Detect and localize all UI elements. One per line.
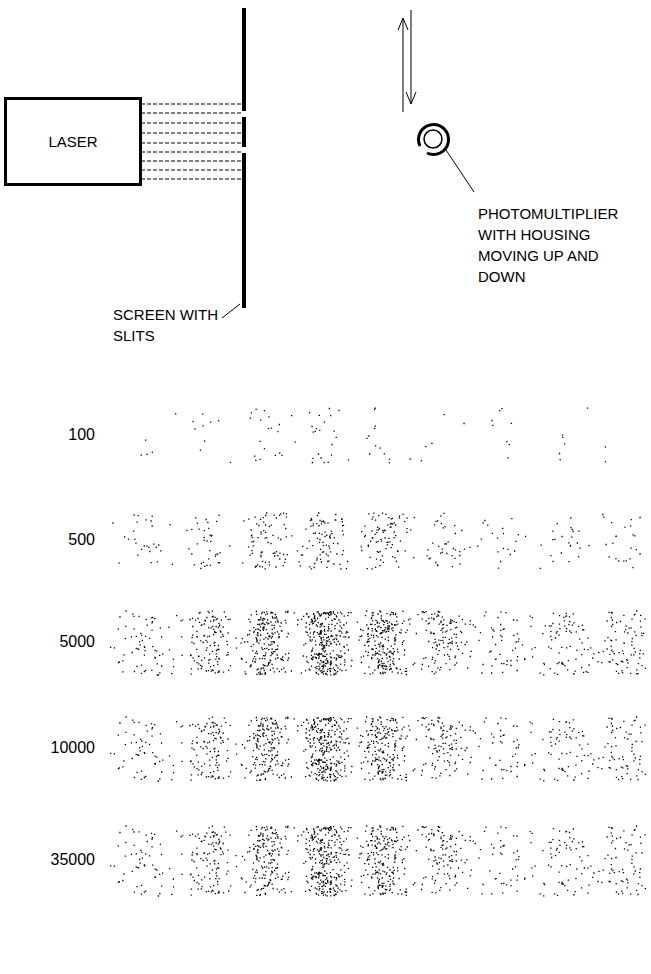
laser-beam: [141, 104, 242, 179]
callout-label: PHOTOMULTIPLIER WITH HOUSING MOVING UP A…: [478, 203, 646, 287]
count-label: 35000: [15, 851, 95, 869]
count-label: 5000: [15, 633, 95, 651]
count-label: 100: [15, 426, 95, 444]
slit-screen: [242, 8, 246, 308]
count-label: 500: [15, 531, 95, 549]
photomultiplier-symbol: [419, 124, 449, 154]
node-label: LASER: [48, 133, 97, 150]
laser-box: LASER: [4, 97, 142, 186]
leader-line: [446, 150, 474, 192]
photon-hits: [110, 408, 646, 896]
motion-arrows: [398, 10, 416, 112]
count-label: 10000: [15, 739, 95, 757]
leader-line: [222, 304, 240, 318]
callout-label: SCREEN WITH SLITS: [113, 304, 223, 346]
